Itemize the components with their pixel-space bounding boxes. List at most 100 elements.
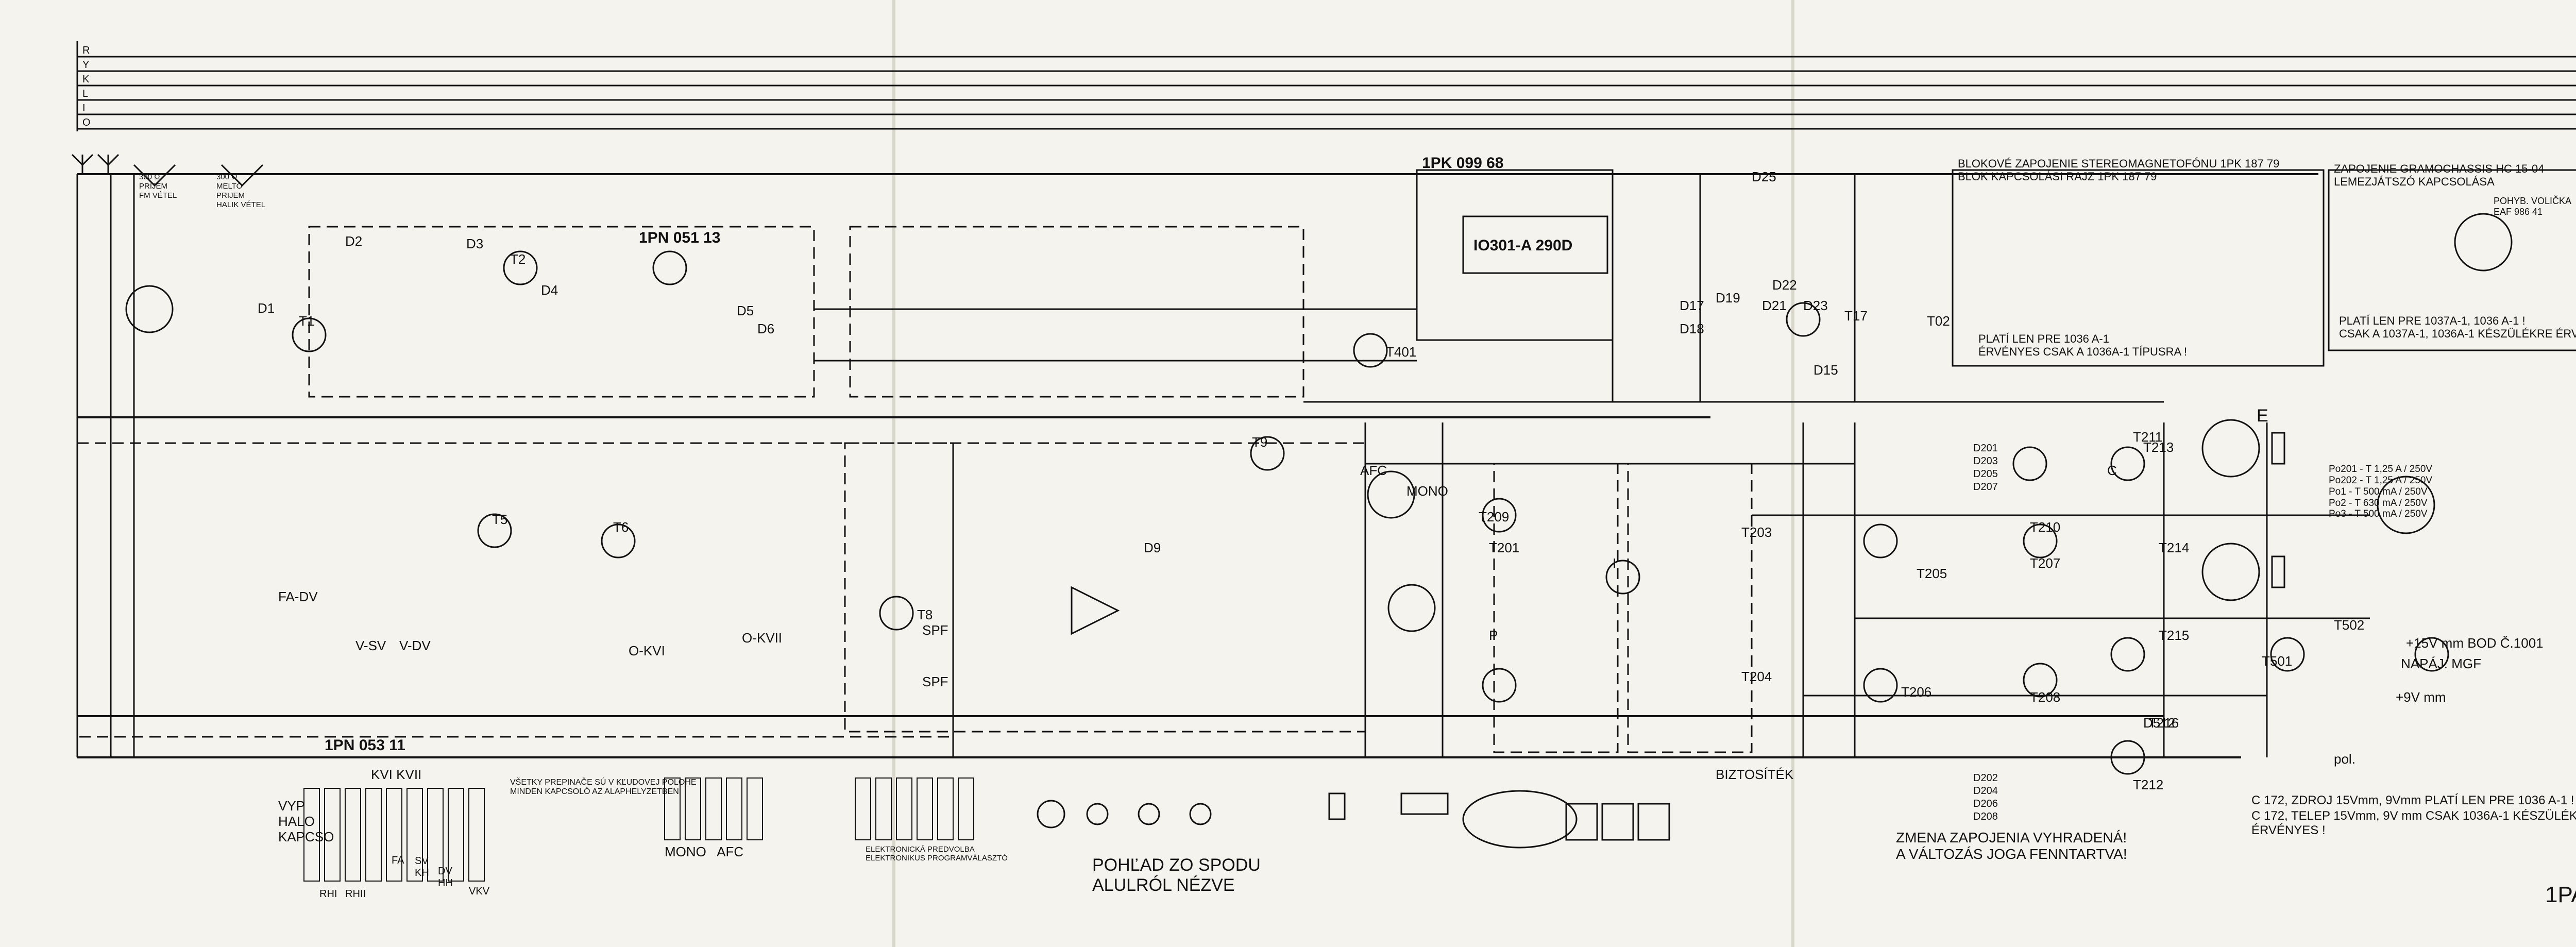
label-afc: AFC xyxy=(1360,463,1387,478)
bus-row-Y: Y xyxy=(82,59,90,71)
label-t216: T216 xyxy=(2148,715,2179,731)
mono-afc-label: MONO AFC xyxy=(665,844,744,859)
label-d5: D5 xyxy=(737,303,754,318)
label-d9: D9 xyxy=(1144,540,1161,555)
label-t203: T203 xyxy=(1741,525,1772,540)
rf-module-title: 1PN 051 13 xyxy=(639,229,721,246)
label-d18: D18 xyxy=(1680,321,1704,336)
label-d205: D205 xyxy=(1973,468,1998,480)
label-t9: T9 xyxy=(1252,434,1268,450)
bottom-view-label: POHĽAD ZO SPODU ALULRÓL NÉZVE xyxy=(1092,855,1261,895)
label-t214: T214 xyxy=(2159,540,2190,555)
switch-label-sv-kh: SV KH xyxy=(415,855,429,878)
decoder-module-title: 1PK 099 68 xyxy=(1422,155,1504,172)
label-d4: D4 xyxy=(541,282,558,298)
electronic-switch-label: ELEKTRONICKÁ PREDVOLBA ELEKTRONIKUS PROG… xyxy=(866,845,1008,863)
label-o-kvii: O-KVII xyxy=(742,630,783,646)
label-v-dv: V-DV xyxy=(399,638,431,653)
switch-group-title: KVI KVII xyxy=(371,767,422,782)
label-t401: T401 xyxy=(1386,344,1417,360)
label-d2: D2 xyxy=(345,233,363,249)
label-t201: T201 xyxy=(1489,540,1520,555)
label-d3: D3 xyxy=(466,236,484,251)
label-t2: T2 xyxy=(510,251,526,267)
label-mono: MONO xyxy=(1406,483,1448,499)
switch-side-title: VYP HALO KAPCSO xyxy=(278,798,334,844)
label-t501: T501 xyxy=(2262,653,2293,669)
label-t1: T1 xyxy=(299,313,315,329)
label-d6: D6 xyxy=(757,321,775,336)
label-d1: D1 xyxy=(258,300,275,316)
label-d17: D17 xyxy=(1680,298,1704,313)
label-channel-p: P xyxy=(1489,628,1498,643)
bus-row-O: O xyxy=(82,117,91,128)
label-t5: T5 xyxy=(492,512,508,527)
label-d201: D201 xyxy=(1973,443,1998,454)
label-t211: T211 xyxy=(2133,429,2163,445)
label-t8: T8 xyxy=(917,607,933,622)
label-d21: D21 xyxy=(1762,298,1787,313)
label-t209: T209 xyxy=(1479,509,1510,525)
label-spf2: SPF xyxy=(922,674,948,689)
switch-label-rhi: RHI xyxy=(319,888,337,900)
label-d23: D23 xyxy=(1803,298,1828,313)
label-t212: T212 xyxy=(2133,777,2164,792)
bus-row-K: K xyxy=(82,74,90,85)
label-t208: T208 xyxy=(2030,689,2061,705)
label-d25: D25 xyxy=(1752,169,1776,184)
label-speaker-e: E xyxy=(2257,406,2268,426)
label-channel-c: C xyxy=(2107,463,2117,478)
c172-note-2: C 172, TELEP 15Vmm, 9V mm CSAK 1036A-1 K… xyxy=(2251,809,2576,837)
gramo-part: POHYB. VOLIČKA EAF 986 41 xyxy=(2494,196,2572,217)
label-d512: D512 xyxy=(2143,715,2176,731)
label-t215: T215 xyxy=(2159,628,2190,643)
reserve-note: ZMENA ZAPOJENIA VYHRADENÁ! A VÁLTOZÁS JO… xyxy=(1896,830,2127,863)
switch-label-dv-hh: DV HH xyxy=(438,866,453,889)
label-d208: D208 xyxy=(1973,811,1998,822)
gramo-foot: PLATÍ LEN PRE 1037A-1, 1036 A-1 ! CSAK A… xyxy=(2339,314,2576,341)
label-o-kvi: O-KVI xyxy=(629,643,665,658)
switch-label-rhii: RHII xyxy=(345,888,366,900)
label-d19: D19 xyxy=(1716,290,1740,306)
ic-main-label: IO301-A 290D xyxy=(1473,237,1573,254)
label-d207: D207 xyxy=(1973,481,1998,493)
label-d202: D202 xyxy=(1973,772,1998,784)
stereo-box-foot: PLATÍ LEN PRE 1036 A-1 ÉRVÉNYES CSAK A 1… xyxy=(1978,332,2188,359)
power-pol: pol. xyxy=(2334,751,2355,767)
label-t205: T205 xyxy=(1917,566,1947,581)
bus-row-R: R xyxy=(82,45,90,56)
label-t206: T206 xyxy=(1901,684,1932,700)
bus-row-I: I xyxy=(82,103,86,114)
label-d15: D15 xyxy=(1814,362,1838,378)
power-9v: +9V mm xyxy=(2396,689,2446,705)
label-d203: D203 xyxy=(1973,455,1998,467)
c172-note-1: C 172, ZDROJ 15Vmm, 9Vmm PLATÍ LEN PRE 1… xyxy=(2251,793,2574,807)
bus-row-L: L xyxy=(82,88,89,99)
gramo-title: ZAPOJENIE GRAMOCHASSIS HC 15-04 LEMEZJÁT… xyxy=(2334,162,2545,189)
label-spf1: SPF xyxy=(922,622,948,638)
antenna-am-label: 300 Ω MELTO PRIJEM HALIK VÉTEL xyxy=(216,173,266,209)
label-d204: D204 xyxy=(1973,785,1998,797)
label-t502: T502 xyxy=(2334,617,2365,633)
fuse-table: Po201 - T 1,25 A / 250V Po202 - T 1,25 A… xyxy=(2329,464,2433,520)
label-t213: T213 xyxy=(2143,439,2174,455)
label-t6: T6 xyxy=(613,519,629,535)
power-15v: +15V mm BOD Č.1001 xyxy=(2406,635,2544,651)
label-v-sv: V-SV xyxy=(355,638,386,653)
fuses-title: BIZTOSÍTÉK xyxy=(1716,767,1794,782)
switch-label-vkv: VKV xyxy=(469,886,490,897)
label-fa-dv: FA-DV xyxy=(278,589,318,604)
label-d22: D22 xyxy=(1772,277,1797,293)
label-d206: D206 xyxy=(1973,798,1998,809)
label-t210: T210 xyxy=(2030,519,2061,535)
switch-label-fa: FA xyxy=(392,855,404,866)
label-t204: T204 xyxy=(1741,669,1772,684)
label-t17: T17 xyxy=(1844,308,1868,324)
drawing-number: 1PA 149 81 xyxy=(2545,882,2576,907)
label-t207: T207 xyxy=(2030,555,2061,571)
stereo-box-title: BLOKOVÉ ZAPOJENIE STEREOMAGNETOFÓNU 1PK … xyxy=(1958,157,2280,183)
label-t02: T02 xyxy=(1927,313,1950,329)
label-channel-i: I xyxy=(1613,555,1617,571)
antenna-fm-label: 300 Ω PRIJEM FM VÉTEL xyxy=(139,173,177,200)
